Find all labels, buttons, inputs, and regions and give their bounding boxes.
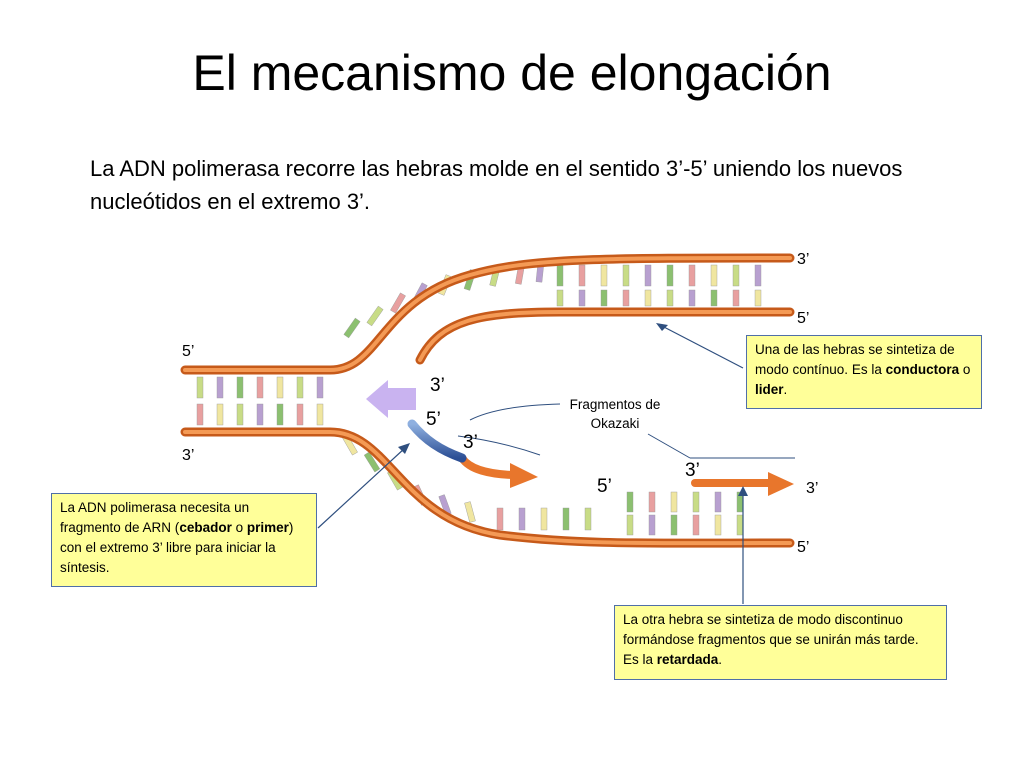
base-pair [343,317,361,339]
base-pair [622,264,630,287]
primer-callout-bold-primer: primer [246,520,289,535]
base-pair [216,403,224,426]
base-pair [363,451,381,473]
okazaki-fragments-label: Fragmentos de Okazaki [569,397,661,431]
base-pair [626,491,634,513]
base-pair [710,289,718,307]
primer-rna [407,419,467,463]
label-fragment-3prime: 3’ [685,460,700,481]
base-pair [562,507,570,531]
base-pair [670,491,678,513]
label-fork-3prime-a: 3’ [430,375,445,396]
okazaki-bracket-line-3 [647,433,691,459]
base-pair [666,289,674,307]
leading-callout-bold-lider: lider [755,382,784,397]
base-pair [626,514,634,536]
leading-callout-text: Una de las hebras se sintetiza de modo c… [755,342,955,377]
leading-callout-bold-conductora: conductora [885,362,960,377]
base-pair [276,403,284,426]
base-pair [600,264,608,287]
okazaki-bracket-line-1 [469,403,561,421]
primer-callout-bold-cebador: cebador [179,520,232,535]
label-top-right-3prime: 3’ [797,251,809,268]
lagging-strand-callout: La otra hebra se sintetiza de modo disco… [614,605,947,680]
leading-new-strand [458,454,516,479]
label-fork-3prime-b: 3’ [463,432,478,453]
okazaki-bracket-line-2 [457,435,541,456]
primer-callout: La ADN polimerasa necesita un fragmento … [51,493,317,587]
base-pair [196,403,204,426]
base-pair [556,264,564,287]
base-pair [670,514,678,536]
primer-callout-text-mid: o [231,520,247,535]
lagging-callout-bold-retardada: retardada [656,652,719,667]
primer-callout-text-end: ) con el extremo 3’ libre para iniciar l… [60,520,294,575]
base-pair [754,264,762,287]
base-pair [688,264,696,287]
base-pair [556,289,564,307]
base-pair [584,507,592,531]
base-pair [296,403,304,426]
base-pair [648,491,656,513]
base-pair [600,289,608,307]
okazaki-arrowhead [768,472,794,496]
page-subtitle: La ADN polimerasa recorre las hebras mol… [90,156,903,214]
base-pair [276,376,284,399]
leading-strand-callout: Una de las hebras se sintetiza de modo c… [746,335,982,409]
base-pair [666,264,674,287]
base-pair [736,514,744,536]
leading-strand-arrowhead [510,463,538,488]
leading-callout-leader [661,325,744,369]
base-pair [732,264,740,287]
base-pair [644,264,652,287]
base-pair [540,507,548,531]
leading-callout-text-end: . [783,382,788,397]
base-pair [710,264,718,287]
label-lower-right-3prime: 3’ [806,480,818,497]
base-pair [714,491,722,513]
base-pair [236,376,244,399]
base-pair [390,292,406,314]
base-pair [688,289,696,307]
base-pair [496,507,504,531]
leading-callout-text-mid: o [959,362,971,377]
base-pair [256,376,264,399]
label-left-5prime: 5’ [182,343,194,360]
base-pair [256,403,264,426]
base-pair [366,305,384,327]
base-pair [692,514,700,536]
base-pair [732,289,740,307]
label-fragment-5prime: 5’ [597,476,612,497]
base-pair [648,514,656,536]
base-pair [578,264,586,287]
lagging-callout-text: La otra hebra se sintetiza de modo disco… [623,612,919,667]
base-pair [518,507,526,531]
base-pair [216,376,224,399]
base-pair [296,376,304,399]
primer-callout-text: La ADN polimerasa necesita un fragmento … [60,500,250,535]
base-pair [622,289,630,307]
base-pair [644,289,652,307]
base-pair [754,289,762,307]
base-pair [692,491,700,513]
label-top-right-5prime: 5’ [797,310,809,327]
base-pair [236,403,244,426]
label-fork-5prime: 5’ [426,409,441,430]
base-pair [316,403,324,426]
base-pair [714,514,722,536]
base-pair [316,376,324,399]
lagging-callout-text-end: . [718,652,723,667]
base-pair [196,376,204,399]
primer-callout-leader [317,447,406,529]
label-left-3prime: 3’ [182,447,194,464]
base-pair [464,501,476,523]
label-lower-right-5prime: 5’ [797,539,809,556]
base-pair [578,289,586,307]
page-title: El mecanismo de elongación [192,45,832,101]
